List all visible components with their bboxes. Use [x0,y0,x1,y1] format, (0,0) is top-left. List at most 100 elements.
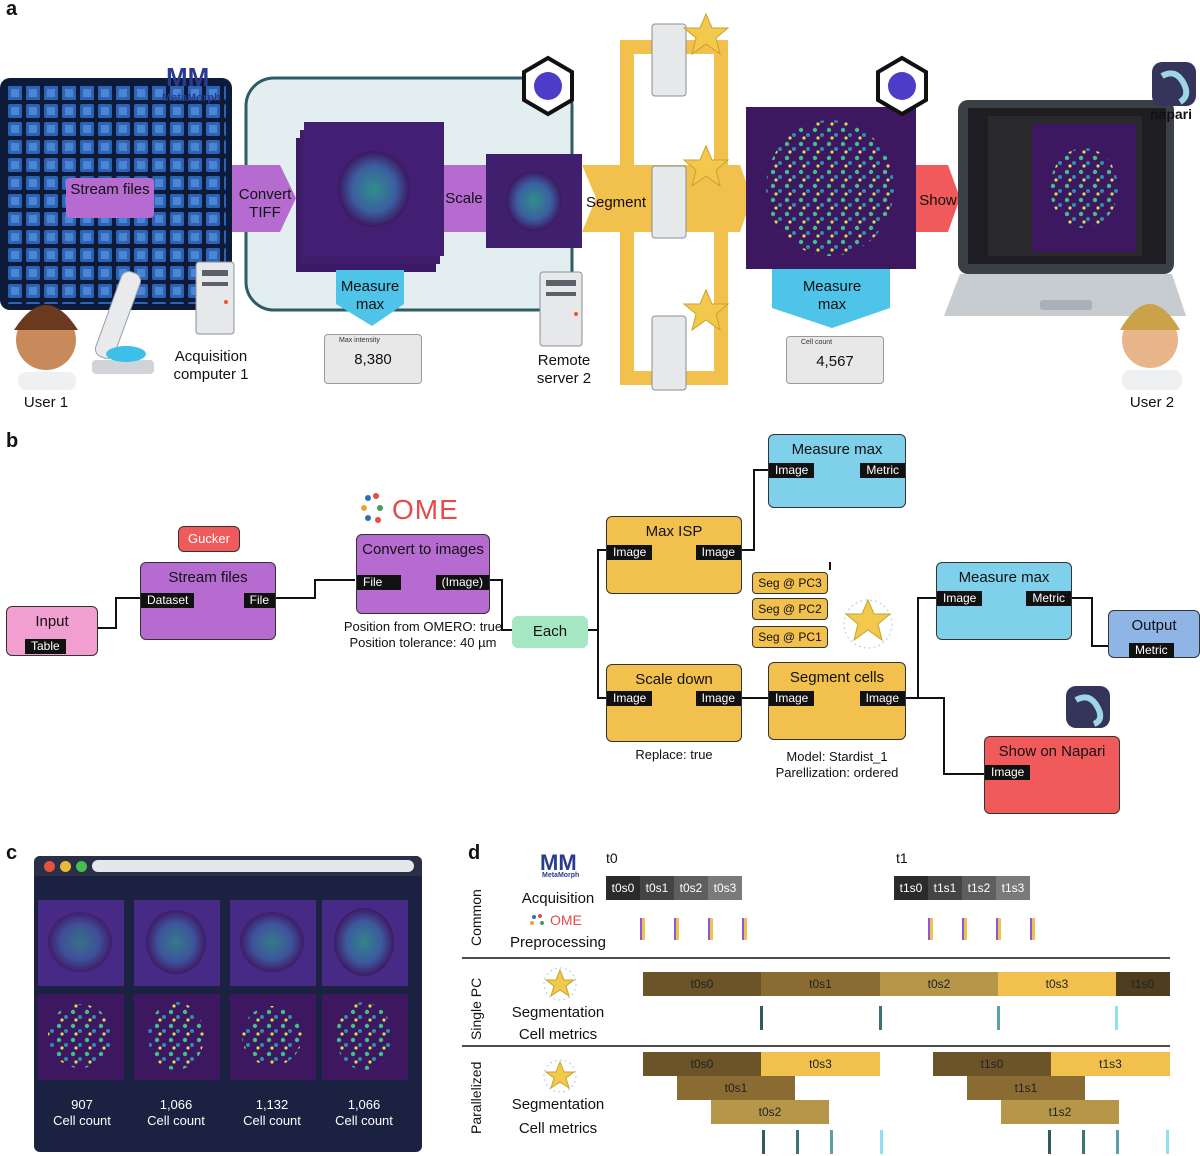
user2-label: User 2 [1129,394,1175,411]
seg-pc2-label: Seg @ PC2 [758,602,822,616]
convert-note-1: Position from OMERO: true [343,619,503,634]
scale-down-note: Replace: true [635,747,713,762]
max-isp-port-in[interactable]: Image [607,545,653,560]
segment-cells-port-in[interactable]: Image [769,691,815,706]
row-segmentation-parallel: Segmentation [511,1096,605,1113]
segment-note-1: Model: Stardist_1 [786,749,888,764]
convert-images-port-image[interactable]: (Image) [435,575,489,590]
t1-label: t1 [896,850,908,866]
scale-down-port-in[interactable]: Image [607,691,653,706]
acq-t0-seg-2: t0s2 [674,876,708,900]
convert-tiff-label: Convert TIFF [238,186,292,221]
preproc-pip [1030,918,1035,940]
cell-count-label-3: Cell count [243,1113,301,1128]
panel-c-letter: c [6,842,18,864]
par-row1-seg-2: t1s0 [933,1052,1051,1076]
mm-logo: MM [166,62,210,92]
single-seg-2: t0s2 [880,972,998,996]
preproc-pip [996,918,1001,940]
scale-down-title: Scale down [635,671,713,688]
stream-files-node[interactable]: Stream files Dataset File [140,562,276,640]
cell-count-value: 4,567 [816,353,854,370]
input-port-table[interactable]: Table [25,639,66,654]
measure-max-node-1[interactable]: Measure max Image Metric [768,434,906,508]
close-dot-icon[interactable] [44,861,55,872]
metric-tick [997,1006,1000,1030]
maximize-dot-icon[interactable] [76,861,87,872]
panel-b-letter: b [6,430,19,452]
seg-pc1-label: Seg @ PC1 [758,630,822,644]
scale-label: Scale [445,190,483,207]
cell-count-value-2: 1,066 [159,1097,193,1112]
metric-tick [1115,1006,1118,1030]
ome-dots-d [530,914,544,925]
seg-pc1-node[interactable]: Seg @ PC1 [752,626,828,648]
metric-tick [762,1130,765,1154]
input-node[interactable]: Input Table [6,606,98,656]
stream-files-port-file[interactable]: File [243,593,275,608]
metric-tick [880,1130,883,1154]
metric-tick [1082,1130,1085,1154]
acq-t0-seg-0: t0s0 [606,876,640,900]
par-row1-seg-1: t0s3 [761,1052,880,1076]
measure-max-label-2: Measure max [802,278,862,313]
server-icons [651,23,687,391]
cell-count-label-1: Cell count [53,1113,111,1128]
segment-label: Segment [585,194,647,211]
each-node[interactable]: Each [512,616,588,648]
cell-count-value-1: 907 [71,1097,93,1112]
address-bar[interactable] [92,860,414,872]
preproc-pip [928,918,933,940]
cell-count-label-2: Cell count [147,1113,205,1128]
scale-down-port-out[interactable]: Image [695,691,741,706]
ome-logo-d: OME [550,912,582,928]
output-port-metric[interactable]: Metric [1129,643,1174,658]
computer-icon-remote [539,271,583,347]
show-napari-node[interactable]: Show on Napari Image [984,736,1120,814]
seg-pc2-node[interactable]: Seg @ PC2 [752,598,828,620]
par-row1-seg-3: t1s3 [1051,1052,1170,1076]
measure-max-1-port-image[interactable]: Image [769,463,815,478]
max-isp-port-out[interactable]: Image [695,545,741,560]
max-isp-node[interactable]: Max ISP Image Image [606,516,742,594]
metric-tick [1116,1130,1119,1154]
par-row2-seg-0: t0s1 [677,1076,795,1100]
stream-files-title: Stream files [168,569,248,586]
napari-label: napari [1150,106,1193,122]
measure-max-2-port-image[interactable]: Image [937,591,983,606]
metric-tick [760,1006,763,1030]
show-napari-port-image[interactable]: Image [985,765,1031,780]
seg-pc3-node[interactable]: Seg @ PC3 [752,572,828,594]
gucker-node[interactable]: Gucker [178,526,240,552]
par-row3-seg-0: t0s2 [711,1100,829,1124]
measure-max-node-2[interactable]: Measure max Image Metric [936,562,1072,640]
convert-images-title: Convert to images [362,541,484,558]
user2-avatar [1120,304,1182,390]
cell-count-box: Cell count 4,567 [786,336,884,384]
ome-logo-text: OME [392,494,459,525]
metric-tick [1166,1130,1169,1154]
convert-images-port-file[interactable]: File [357,575,401,590]
acq-t1-seg-0: t1s0 [894,876,928,900]
convert-images-node[interactable]: Convert to images File (Image) [356,534,490,614]
mm-logo-sub: MetaMorph [162,92,221,104]
segment-cells-port-out[interactable]: Image [859,691,905,706]
acq-t1-seg-2: t1s2 [962,876,996,900]
mm-logo-d: MM [540,850,577,875]
scale-down-node[interactable]: Scale down Image Image [606,664,742,742]
row-segmentation-single: Segmentation [511,1004,605,1021]
cell-count-caption: Cell count [801,339,833,346]
output-node[interactable]: Output Metric [1108,610,1200,658]
segment-cells-node[interactable]: Segment cells Image Image [768,662,906,740]
acq-t0-seg-1: t0s1 [640,876,674,900]
max-intensity-caption: Max intensity [339,337,380,344]
single-seg-0: t0s0 [643,972,761,996]
minimize-dot-icon[interactable] [60,861,71,872]
stream-files-port-dataset[interactable]: Dataset [141,593,195,608]
measure-max-1-port-metric[interactable]: Metric [860,463,905,478]
t0-label: t0 [606,850,618,866]
segment-cells-title: Segment cells [789,669,885,686]
measure-max-2-port-metric[interactable]: Metric [1026,591,1071,606]
